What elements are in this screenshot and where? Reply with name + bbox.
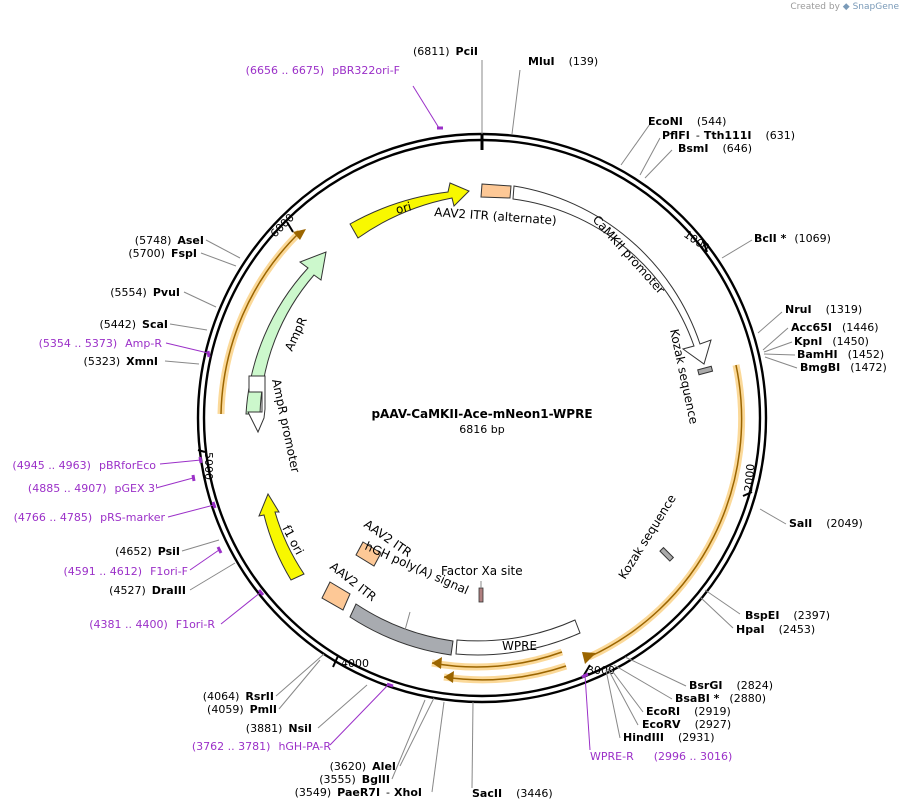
feature-kozak-2 [659,546,675,562]
site-pcil: (6811)PciI [413,45,478,58]
feature-itr-2 [321,581,351,611]
site-pvui: (5554)PvuI [110,286,180,299]
site-ecori: EcoRI(2919) [646,705,731,718]
feature-itr-alt [480,183,512,199]
feature-wpre [455,619,581,656]
primer-pgex: (4885 .. 4907)pGEX 3' [28,482,158,495]
site-nsii: (3881)NsiI [246,722,312,735]
feature-label-itr-alt: AAV2 ITR (alternate) [434,205,557,228]
primer-hghpa: (3762 .. 3781)hGH-PA-R [192,740,331,753]
site-paer7i: (3549)PaeR7I-XhoI [295,786,422,799]
site-pmli: (4059)PmlI [207,703,277,716]
feature-label-wpre: WPRE [502,639,537,653]
site-pflfi: PflFI-Tth111I(631) [662,129,795,142]
site-bspei: BspEI(2397) [745,609,830,622]
site-psii: (4652)PsiI [115,545,180,558]
primer-pbr322ori: (6656 .. 6675)pBR322ori-F [246,64,400,77]
site-hindiii: HindIII(2931) [623,731,715,744]
site-bmgbi: BmgBI(1472) [800,361,887,374]
site-kpni: KpnI(1450) [794,335,869,348]
feature-label-ampr: AmpR [282,315,310,353]
site-scai: (5442)ScaI [99,318,168,331]
feature-kozak-1 [697,365,714,376]
site-econi: EcoNI(544) [648,115,726,128]
primer-lines [155,85,591,751]
site-hpai: HpaI(2453) [736,623,815,636]
site-rsrii: (4064)RsrII [203,690,274,703]
site-draiii: (4527)DraIII [109,584,186,597]
site-ecorv: EcoRV(2927) [642,718,731,731]
feature-ampr [245,251,327,415]
primer-pbrforeco: (4945 .. 4963)pBRforEco [12,459,156,472]
tick-5000 [197,449,206,453]
feature-ori [349,182,470,239]
tick-label-4000: 4000 [341,657,369,670]
site-bsmi: BsmI(646) [678,142,752,155]
orf-highlight-arcs [217,229,746,684]
feature-label-ampr-promoter: AmpR promoter [269,378,303,474]
credit-prefix: Created by [790,2,840,12]
site-bamhi: BamHI(1452) [797,348,884,361]
feature-factorxa [478,587,484,603]
site-labels: (6811)PciI MluI(139) EcoNI(544) PflFI-Tt… [84,45,887,800]
primer-f1orif: (4591 .. 4612)F1ori-F [64,565,189,578]
plasmid-name: pAAV-CaMKII-Ace-mNeon1-WPRE [371,407,592,421]
feature-camkii [512,185,712,365]
plasmid-size: 6816 bp [459,423,504,436]
tick-6000 [286,221,294,233]
tick-3000 [583,664,591,676]
feature-hgh [349,603,454,656]
feature-label-camkii: CaMKII promoter [590,213,668,297]
primer-ampr: (5354 .. 5373)Amp-R [39,337,163,350]
snapgene-credit: Created by ◆ SnapGene [790,2,899,12]
tick-4000 [332,655,339,668]
feature-label-factorxa: Factor Xa site [441,564,523,578]
site-alei: (3620)AleI [330,760,396,773]
site-fspi: (5700)FspI [128,247,197,260]
feature-label-kozak-2: Kozak sequence [616,492,679,582]
primer-prs: (4766 .. 4785)pRS-marker [14,511,166,524]
snapgene-logo-icon: ◆ [842,2,850,12]
feature-label-ori: ori [394,199,413,217]
site-sali: SalI(2049) [789,517,863,530]
tick-marks [197,221,753,676]
site-bcli: BclI *(1069) [754,232,831,245]
site-mlui: MluI(139) [528,55,598,68]
site-nrui: NruI(1319) [785,303,862,316]
primer-f1orir: (4381 .. 4400)F1ori-R [89,618,215,631]
primer-wprer: WPRE-R(2996 .. 3016) [590,750,732,763]
site-asei: (5748)AseI [135,234,204,247]
site-leader-lines [164,60,798,793]
feature-ampr-promoter [247,375,266,434]
feature-itr-1 [355,541,382,567]
site-xmni: (5323)XmnI [84,355,158,368]
tick-label-2000: 2000 [742,463,757,492]
site-bglii: (3555)BglII [319,773,390,786]
site-bsabi: BsaBI *(2880) [675,692,766,705]
tick-label-3000: 3000 [587,664,615,677]
site-bsrgi: BsrGI(2824) [689,679,773,692]
tick-2000 [742,491,753,497]
feature-f1ori [258,492,305,581]
site-sacii: SacII(3446) [472,787,553,800]
tick-1000 [702,239,708,253]
primer-labels: (6656 .. 6675)pBR322ori-F (5354 .. 5373)… [12,64,732,763]
credit-brand: SnapGene [852,2,899,12]
tick-label-5000: 5000 [202,452,215,480]
site-acc65i: Acc65I(1446) [791,321,879,334]
